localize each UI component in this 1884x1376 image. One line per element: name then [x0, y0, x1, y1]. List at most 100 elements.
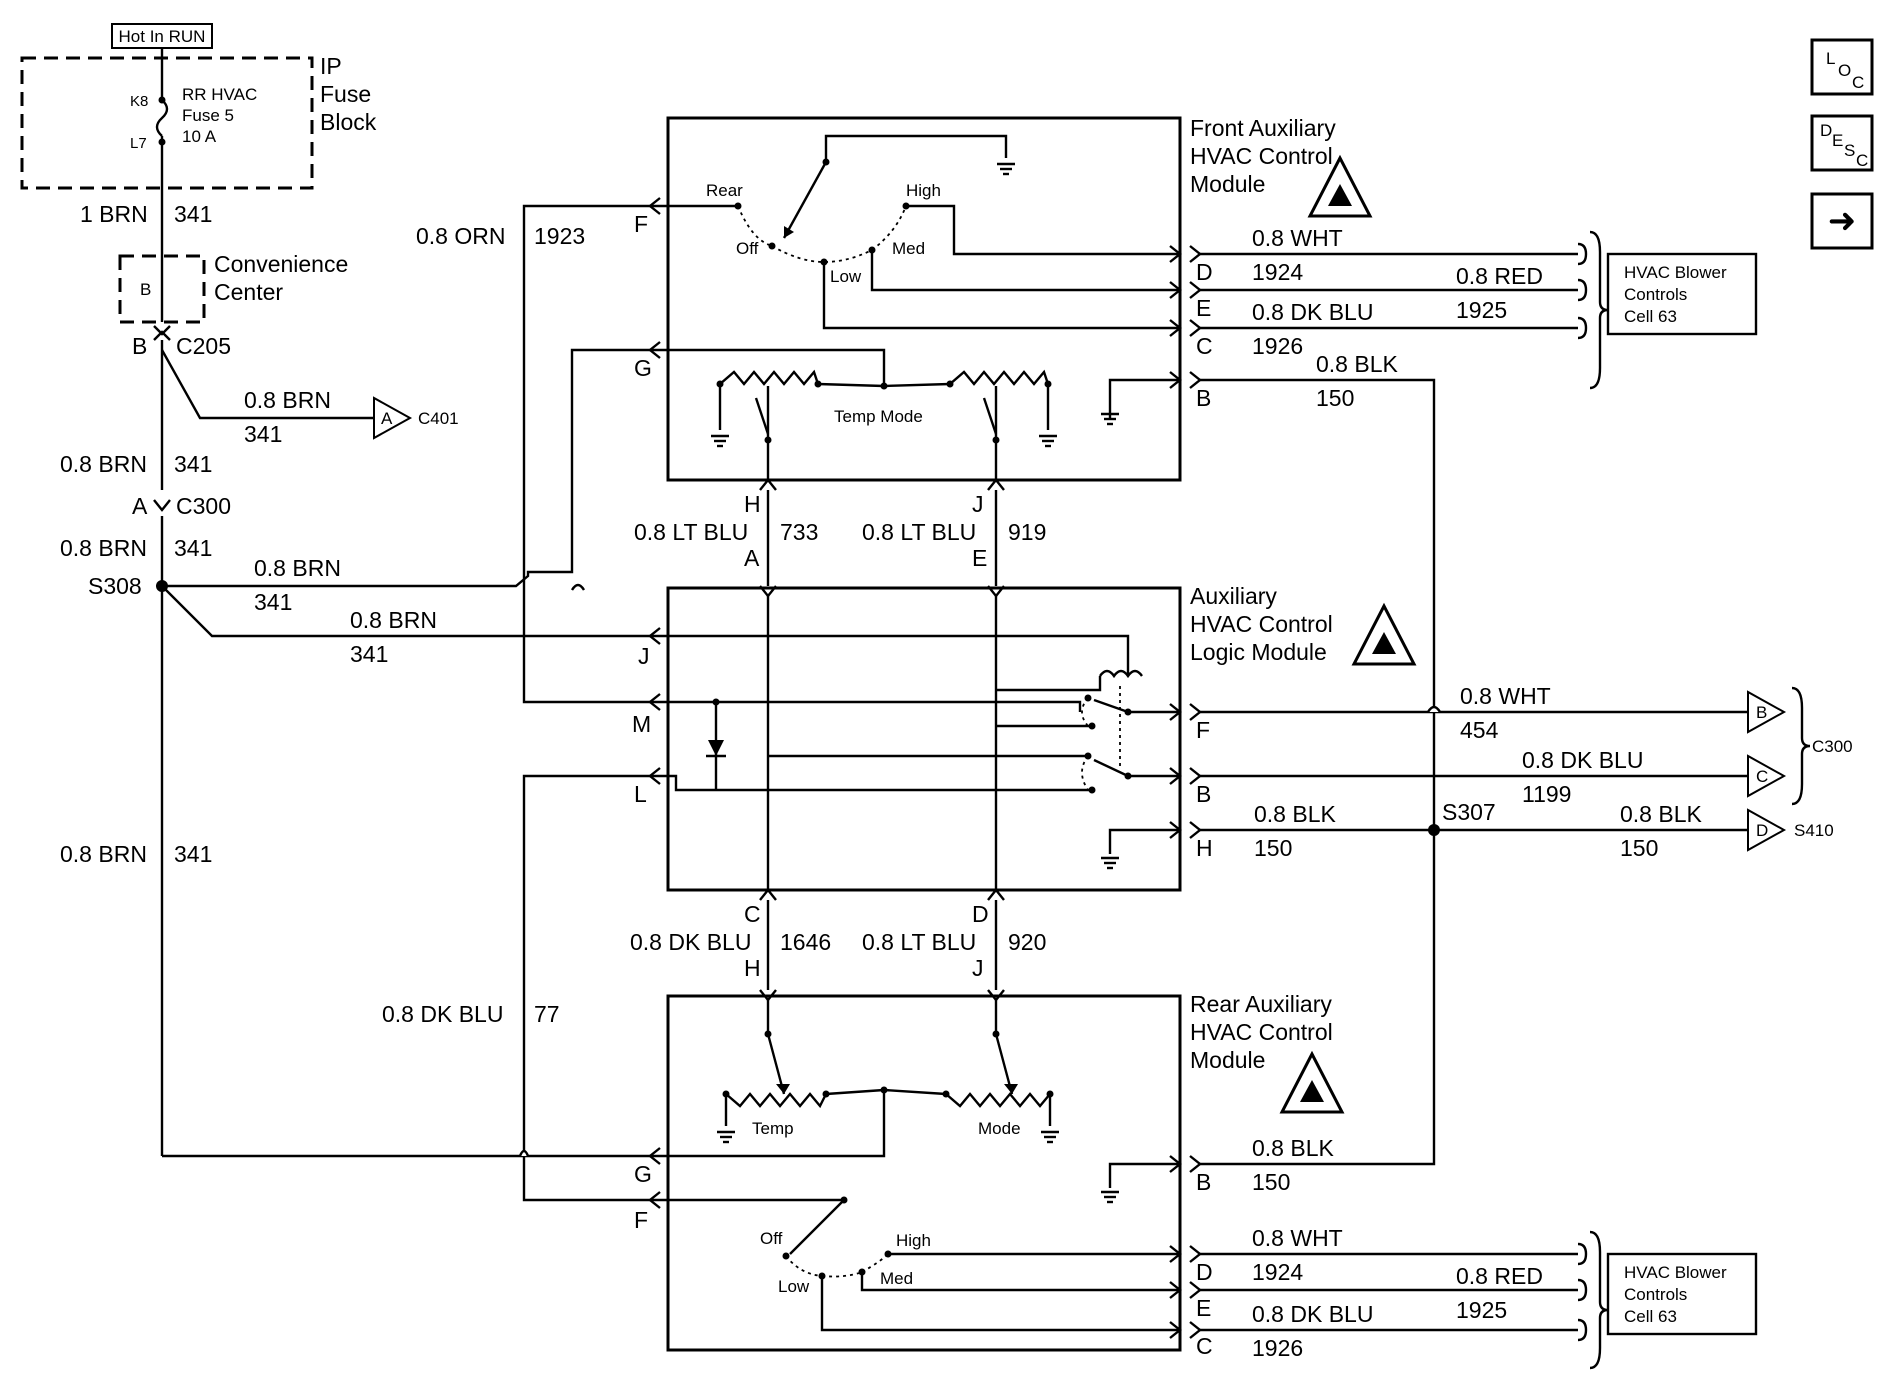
- convenience-center-pin: B: [140, 280, 151, 299]
- fuse-line-1: RR HVAC: [182, 85, 257, 104]
- front-module-title-1: Front Auxiliary: [1190, 115, 1336, 141]
- pin-label: F: [634, 1207, 648, 1233]
- connector-id: S410: [1794, 821, 1834, 840]
- wire-gauge: 0.8 BRN: [60, 841, 147, 867]
- fuse-block-title-3: Block: [320, 109, 377, 135]
- wire-circuit: 1924: [1252, 259, 1303, 285]
- front-module-title-3: Module: [1190, 171, 1265, 197]
- blower-ref-line: Cell 63: [1624, 307, 1677, 326]
- desc-button[interactable]: D E S C: [1810, 114, 1874, 172]
- wire-gauge: 0.8 DK BLU: [630, 929, 751, 955]
- wire-gauge: 0.8 WHT: [1252, 225, 1343, 251]
- wire-gauge: 0.8 BRN: [60, 535, 147, 561]
- wire-circuit: 1926: [1252, 1335, 1303, 1361]
- wire-circuit: 1199: [1522, 781, 1571, 807]
- wire-gauge: 0.8 LT BLU: [862, 519, 976, 545]
- rear-module-title-1: Rear Auxiliary: [1190, 991, 1332, 1017]
- fuse-block-title-1: IP: [320, 53, 342, 79]
- wire-circuit: 1924: [1252, 1259, 1303, 1285]
- wire-gauge: 0.8 DK BLU: [1522, 747, 1643, 773]
- wire-gauge: 0.8 BLK: [1620, 801, 1702, 827]
- wire-circuit: 150: [1254, 835, 1292, 861]
- next-button[interactable]: ➜: [1810, 192, 1874, 250]
- switch-high-label: High: [906, 181, 941, 200]
- connector-id: C300: [1812, 737, 1853, 756]
- temp-label: Temp: [752, 1119, 794, 1138]
- front-module-title-2: HVAC Control: [1190, 143, 1333, 169]
- fuse-line-3: 10 A: [182, 127, 217, 146]
- connector-id: C300: [176, 493, 231, 519]
- connector-pin: A: [132, 493, 148, 519]
- wire-circuit: 733: [780, 519, 818, 545]
- pin-label: G: [634, 355, 652, 381]
- blower-ref-line: Cell 63: [1624, 1307, 1677, 1326]
- loc-button[interactable]: L O C: [1810, 38, 1874, 96]
- splice-s307: S307: [1442, 799, 1496, 825]
- wire-circuit: 150: [1316, 385, 1354, 411]
- convenience-center-title-1: Convenience: [214, 251, 348, 277]
- pin-label: G: [634, 1161, 652, 1187]
- fuse-block-title-2: Fuse: [320, 81, 371, 107]
- pin-k8: K8: [130, 93, 148, 110]
- desc-letter: C: [1856, 151, 1868, 170]
- wire-circuit: 1926: [1252, 333, 1303, 359]
- next-arrow-icon: ➜: [1828, 201, 1857, 241]
- wire-gauge: 0.8 LT BLU: [634, 519, 748, 545]
- logic-module-title-3: Logic Module: [1190, 639, 1327, 665]
- pin-label: D: [1196, 259, 1213, 285]
- pin-label: J: [972, 955, 984, 981]
- logic-module-title-1: Auxiliary: [1190, 583, 1277, 609]
- left-power-bus: 1 BRN 341 B Convenience Center B C205 A …: [60, 188, 650, 1158]
- wire-circuit: 341: [174, 841, 212, 867]
- pin-label: F: [634, 211, 648, 237]
- wire-gauge: 1 BRN: [80, 201, 148, 227]
- wire-gauge: 0.8 WHT: [1460, 683, 1551, 709]
- wire-gauge: 0.8 LT BLU: [862, 929, 976, 955]
- logic-module-title-2: HVAC Control: [1190, 611, 1333, 637]
- switch-off-label: Off: [736, 239, 759, 258]
- blower-ref-line: Controls: [1624, 1285, 1687, 1304]
- pin-label: J: [972, 491, 984, 517]
- pin-label: B: [1196, 385, 1211, 411]
- pin-label: H: [1196, 835, 1213, 861]
- wire-circuit: 919: [1008, 519, 1046, 545]
- pin-label: F: [1196, 717, 1210, 743]
- wire-circuit: 150: [1252, 1169, 1290, 1195]
- wire-gauge: 0.8 BLK: [1316, 351, 1398, 377]
- logic-rear-connectors: C 0.8 DK BLU 1646 H D 0.8 LT BLU 920 J: [630, 888, 1046, 1002]
- wire-circuit: 1925: [1456, 297, 1507, 323]
- pin-label: C: [1196, 1333, 1213, 1359]
- pin-label: L: [634, 781, 647, 807]
- rear-aux-hvac-control-module: Rear Auxiliary HVAC Control Module Temp …: [518, 830, 1758, 1370]
- wire-circuit: 920: [1008, 929, 1046, 955]
- wire-gauge: 0.8 ORN: [416, 223, 505, 249]
- wire-circuit: 150: [1620, 835, 1658, 861]
- wire-circuit: 341: [350, 641, 388, 667]
- wire-gauge: 0.8 RED: [1456, 263, 1543, 289]
- switch-med-label: Med: [880, 1269, 913, 1288]
- pin-label: A: [744, 545, 760, 571]
- aux-hvac-control-logic-module: Auxiliary HVAC Control Logic Module J M: [632, 583, 1853, 892]
- pin-label: C: [744, 901, 761, 927]
- wire-circuit: 454: [1460, 717, 1499, 743]
- blower-ref-line: HVAC Blower: [1624, 263, 1727, 282]
- pin-label: H: [744, 955, 761, 981]
- wire-gauge: 0.8 DK BLU: [1252, 299, 1373, 325]
- mode-label: Mode: [978, 1119, 1021, 1138]
- wire-circuit: 77: [534, 1001, 560, 1027]
- pin-label: B: [1196, 1169, 1211, 1195]
- connector-id: C401: [418, 409, 459, 428]
- wire-gauge: 0.8 DK BLU: [1252, 1301, 1373, 1327]
- switch-rear-label: Rear: [706, 181, 743, 200]
- desc-letter: S: [1844, 141, 1855, 160]
- splice-s308: S308: [88, 573, 142, 599]
- pin-label: J: [638, 643, 650, 669]
- pin-label: B: [1196, 781, 1211, 807]
- wire-circuit: 1646: [780, 929, 831, 955]
- rear-module-title-2: HVAC Control: [1190, 1019, 1333, 1045]
- wire-circuit: 1925: [1456, 1297, 1507, 1323]
- loc-letter: C: [1852, 73, 1864, 92]
- pin-label: H: [744, 491, 761, 517]
- wire-gauge: 0.8 BRN: [254, 555, 341, 581]
